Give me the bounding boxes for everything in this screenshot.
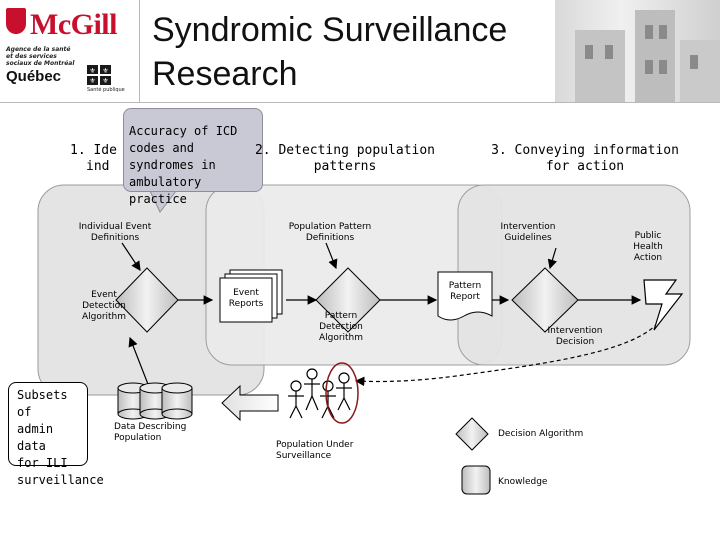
svg-text:⚜: ⚜ — [102, 77, 108, 85]
label-line: Reports — [228, 299, 264, 309]
legend-knowledge-icon — [461, 465, 491, 495]
mcgill-quebec-logo: McGill Agence de la santé et des service… — [0, 0, 135, 95]
phase2-line-2: patterns — [313, 159, 377, 174]
label-line: Detection — [82, 301, 126, 311]
svg-text:⚜: ⚜ — [89, 77, 95, 85]
logo-agency-text: Agence de la santé et des services socia… — [6, 46, 75, 67]
phase1-heading: 1. Ide ind — [70, 143, 117, 175]
label-line: Public — [634, 231, 662, 241]
population-figures-icon — [288, 368, 352, 419]
callout-line-1: Accuracy of ICD — [129, 124, 238, 138]
public-health-action-label: Public Health Action — [626, 231, 670, 264]
label-line: Report — [450, 292, 480, 302]
population-pattern-definitions-label: Population Pattern Definitions — [270, 222, 390, 244]
building-photo — [555, 0, 720, 102]
database-cylinders-icon — [117, 382, 193, 420]
intervention-decision-diamond-icon — [511, 267, 579, 333]
subsets-line-2: admin data — [17, 422, 54, 453]
arrow-definitions-to-event-algorithm — [121, 242, 141, 271]
pattern-report-label: Pattern Report — [438, 281, 492, 303]
legend-decision-algorithm-label: Decision Algorithm — [498, 429, 584, 439]
phase2-heading: 2. Detecting population patterns — [250, 143, 440, 175]
data-describing-population-label: Data Describing Population — [114, 422, 198, 444]
label-line: Guidelines — [504, 233, 552, 243]
event-reports-label: Event Reports — [220, 288, 272, 310]
individual-event-definitions-label: Individual Event Definitions — [60, 222, 170, 244]
label-line: Pattern — [324, 311, 358, 321]
lightning-bolt-icon — [643, 279, 684, 331]
legend-knowledge-label: Knowledge — [498, 477, 548, 487]
label-line: Population Pattern — [288, 222, 372, 232]
logo-quebec-text: Québec — [6, 68, 62, 85]
subsets-line-1: Subsets of — [17, 388, 68, 419]
quebec-flag-icon: ⚜ ⚜ ⚜ ⚜ — [87, 65, 111, 85]
label-line: Population — [114, 433, 162, 443]
arrow-guidelines-to-intervention — [547, 247, 558, 270]
accuracy-callout: Accuracy of ICD codes and syndromes in a… — [123, 108, 263, 206]
phase2-line-1: 2. Detecting population — [254, 143, 435, 158]
event-report-doc-1 — [219, 277, 273, 323]
event-detection-algorithm-label: Event Detection Algorithm — [72, 290, 136, 323]
label-line: Definitions — [90, 233, 140, 243]
phase3-line-1: 3. Conveying information — [491, 143, 679, 158]
label-line: Surveillance — [276, 451, 332, 461]
pattern-detection-algorithm-label: Pattern Detection Algorithm — [306, 311, 376, 344]
svg-text:⚜: ⚜ — [89, 67, 95, 75]
phase1-line-1: 1. Ide — [70, 143, 117, 158]
arrow-action-to-population — [354, 317, 663, 387]
mcgill-shield-icon — [6, 8, 26, 34]
phase3-line-2: for action — [545, 159, 625, 174]
logo-sante-text: Santé publique — [87, 87, 125, 93]
logo-mcgill-text: McGill — [30, 8, 117, 41]
intervention-guidelines-label: Intervention Guidelines — [488, 222, 568, 244]
title-line-2: Research — [152, 55, 298, 93]
event-detection-diamond-icon — [115, 267, 179, 333]
label-line: Population Under — [276, 440, 354, 450]
header-divider-horizontal — [0, 102, 720, 103]
label-line: Data Describing — [114, 422, 187, 432]
pattern-detection-diamond-icon — [315, 267, 381, 333]
subsets-line-4: surveillance — [17, 473, 104, 487]
label-line: Individual Event — [78, 222, 152, 232]
subsets-line-3: for ILI — [17, 456, 68, 470]
phase1-line-2: ind — [86, 159, 110, 174]
phase3-heading: 3. Conveying information for action — [480, 143, 690, 175]
highlight-ellipse — [325, 362, 359, 424]
legend-diamond-icon — [455, 417, 489, 451]
label-line: Definitions — [305, 233, 355, 243]
block-arrow-left-icon — [221, 384, 279, 422]
label-line: Event — [233, 288, 259, 298]
population-under-surveillance-label: Population Under Surveillance — [276, 440, 376, 462]
label-line: Pattern — [448, 281, 482, 291]
callout-line-3: syndromes in — [129, 158, 216, 172]
intervention-decision-label: Intervention Decision — [535, 326, 615, 348]
label-line: Health — [633, 242, 663, 252]
label-line: Action — [633, 253, 663, 263]
callout-line-2: codes and — [129, 141, 195, 155]
header-divider-vertical — [139, 0, 140, 102]
pattern-report-doc-icon — [437, 271, 493, 321]
subsets-admin-data-box: Subsets of admin data for ILI surveillan… — [8, 382, 104, 487]
label-line: Decision — [555, 337, 595, 347]
slide-title: Syndromic Surveillance Research — [152, 8, 572, 96]
label-line: Algorithm — [81, 312, 127, 322]
label-line: Algorithm — [318, 333, 364, 343]
label-line: Detection — [319, 322, 363, 332]
label-line: Event — [91, 290, 117, 300]
callout-line-4: ambulatory practice — [129, 175, 202, 206]
label-line: Intervention — [500, 222, 556, 232]
label-line: Intervention — [547, 326, 603, 336]
title-line-1: Syndromic Surveillance — [152, 11, 508, 49]
svg-text:⚜: ⚜ — [102, 67, 108, 75]
arrow-pop-definitions-to-pattern-algorithm — [325, 242, 338, 270]
